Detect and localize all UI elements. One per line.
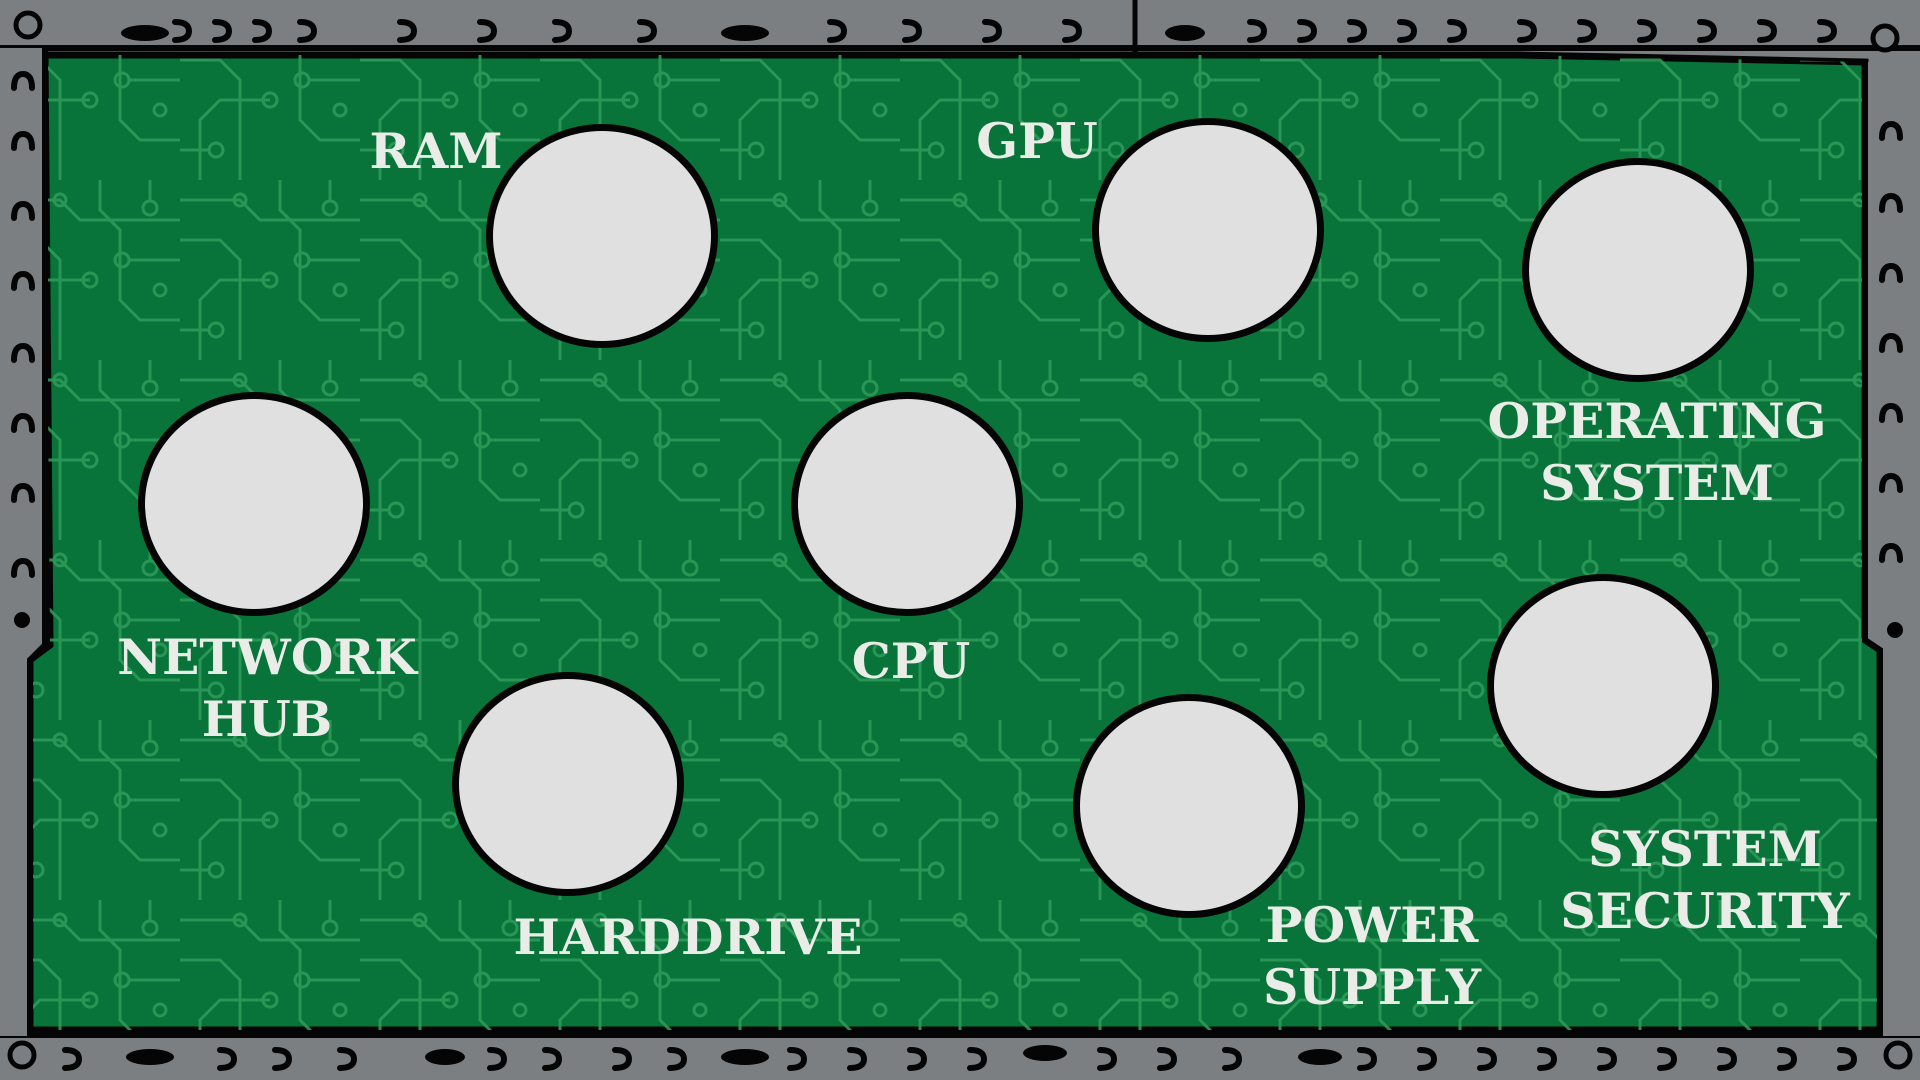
operating-system-slot[interactable] [1522,158,1754,382]
harddrive-slot[interactable] [452,672,684,896]
frame-bottom-rail [0,1032,1920,1080]
cpu-slot[interactable] [791,392,1023,616]
system-security-slot[interactable] [1487,574,1719,798]
frame-left-rail [0,48,48,1036]
gpu-slot[interactable] [1092,118,1324,342]
network-hub-slot[interactable] [138,392,370,616]
ram-slot[interactable] [486,124,718,348]
power-supply-slot[interactable] [1073,694,1305,918]
ram-label: RAM [369,122,503,180]
gpu-label: GPU [976,112,1098,170]
harddrive-label: HARDDRIVE [513,908,863,966]
system-security-label: SYSTEM SECURITY [1560,820,1850,940]
frame-right-rail [1862,62,1920,1036]
power-supply-label: POWER SUPPLY [1262,896,1482,1016]
network-hub-label: NETWORK HUB [117,628,417,748]
cpu-label: CPU [851,632,971,690]
operating-system-label: OPERATING SYSTEM [1487,392,1827,512]
frame-top-rail [0,0,1920,55]
